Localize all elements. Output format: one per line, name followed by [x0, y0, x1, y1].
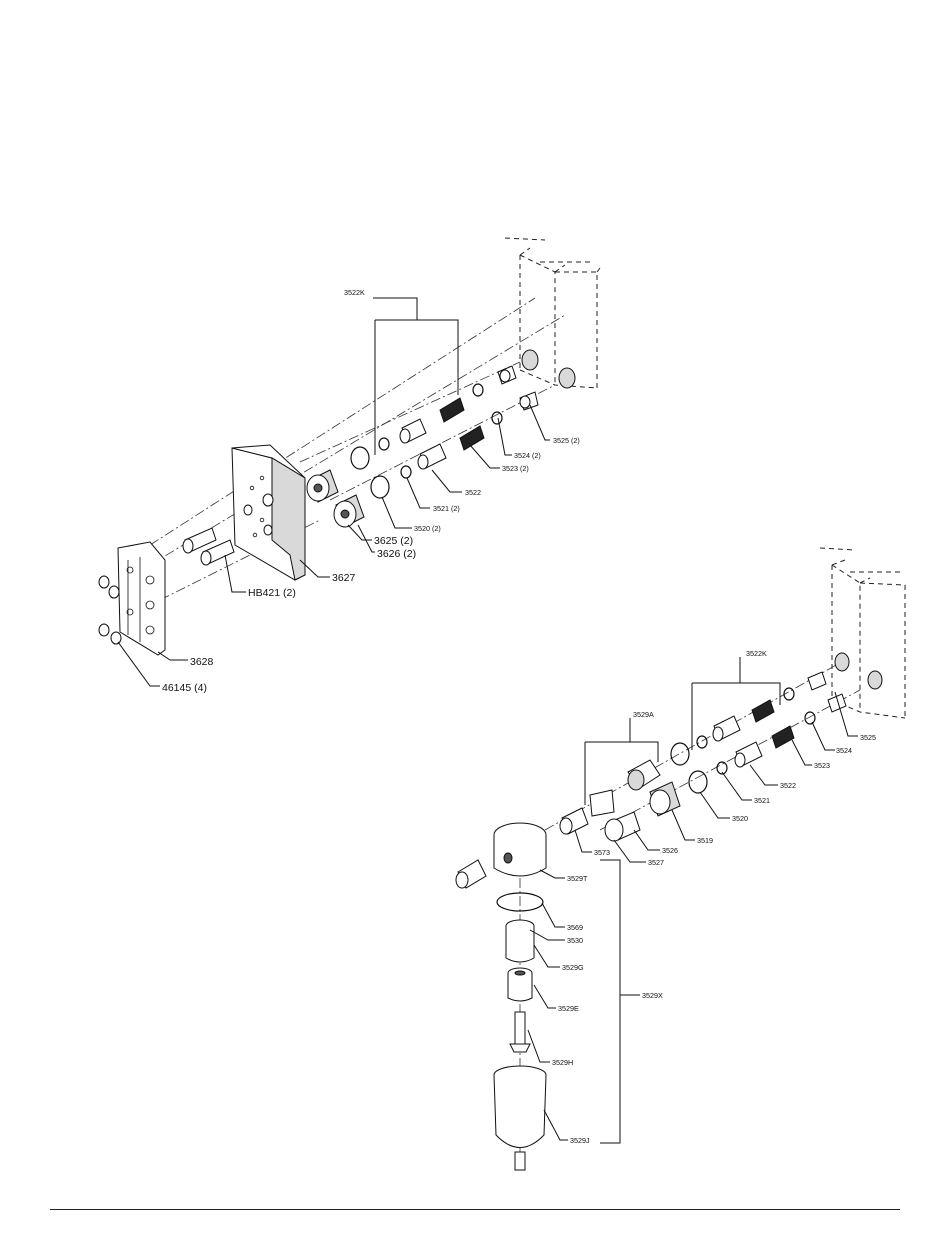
upper-poppets — [400, 419, 446, 469]
callout-3529e: 3529E — [558, 1004, 579, 1013]
callout-3628: 3628 — [190, 656, 214, 668]
callout-3625: 3625 (2) — [374, 535, 413, 547]
callout-hb421: HB421 (2) — [248, 587, 296, 599]
callout-3522k-lower: 3522K — [746, 649, 767, 658]
callout-3573: 3573 — [594, 848, 610, 857]
callout-3626: 3626 (2) — [377, 548, 416, 560]
callout-3529t: 3529T — [567, 874, 588, 883]
callout-3520-lower: 3520 — [732, 814, 748, 823]
callout-3529x: 3529X — [642, 991, 663, 1000]
filter-element — [506, 920, 534, 962]
callout-46145: 46145 (4) — [162, 682, 207, 694]
callout-3522-lower: 3522 — [780, 781, 796, 790]
callout-3526: 3526 — [662, 846, 678, 855]
callout-3530: 3530 — [567, 936, 583, 945]
upper-caps — [307, 470, 364, 527]
upper-mounting-block-outline — [505, 238, 600, 388]
upper-springs — [440, 398, 484, 450]
callout-3525-lower: 3525 — [860, 733, 876, 742]
lower-centerlines — [520, 660, 860, 1170]
back-plate — [118, 542, 165, 655]
callout-3521-lower: 3521 — [754, 796, 770, 805]
lower-seat-parts — [671, 653, 882, 793]
callout-3527: 3527 — [648, 858, 664, 867]
lower-assembly: 3522K 3529A 3525 3524 3523 3522 3521 352… — [456, 548, 905, 1170]
callout-3569: 3569 — [567, 923, 583, 932]
lower-leader-lines — [528, 657, 858, 1143]
upper-small-rings — [379, 438, 411, 478]
small-screws — [99, 576, 121, 644]
callout-3529a: 3529A — [633, 710, 654, 719]
callout-3529j: 3529J — [570, 1136, 590, 1145]
callout-3522k-upper: 3522K — [344, 288, 365, 297]
lower-fittings — [560, 760, 680, 841]
callout-3522-upper: 3522 — [465, 488, 481, 497]
upper-seat-parts — [473, 350, 575, 424]
callout-3519: 3519 — [697, 836, 713, 845]
spacer — [508, 968, 532, 1001]
lower-mounting-block-outline — [820, 548, 905, 718]
filter-head — [456, 823, 546, 888]
callout-3520-upper: 3520 (2) — [414, 524, 441, 533]
manifold-block — [232, 445, 305, 580]
upper-assembly: 3522K 3525 (2) 3524 (2) 3523 (2) 3522 35… — [99, 238, 600, 694]
callout-3521-upper: 3521 (2) — [433, 504, 460, 513]
callout-3523-upper: 3523 (2) — [502, 464, 529, 473]
callout-3523-lower: 3523 — [814, 761, 830, 770]
callout-3525-upper: 3525 (2) — [553, 436, 580, 445]
callout-3524-lower: 3524 — [836, 746, 852, 755]
callout-3529g: 3529G — [562, 963, 584, 972]
drain-valve — [510, 1012, 530, 1052]
callout-3529h: 3529H — [552, 1058, 573, 1067]
footer-rule — [50, 1209, 900, 1210]
callout-3627: 3627 — [332, 572, 356, 584]
filter-bowl — [494, 1066, 546, 1170]
callout-3524-upper: 3524 (2) — [514, 451, 541, 460]
